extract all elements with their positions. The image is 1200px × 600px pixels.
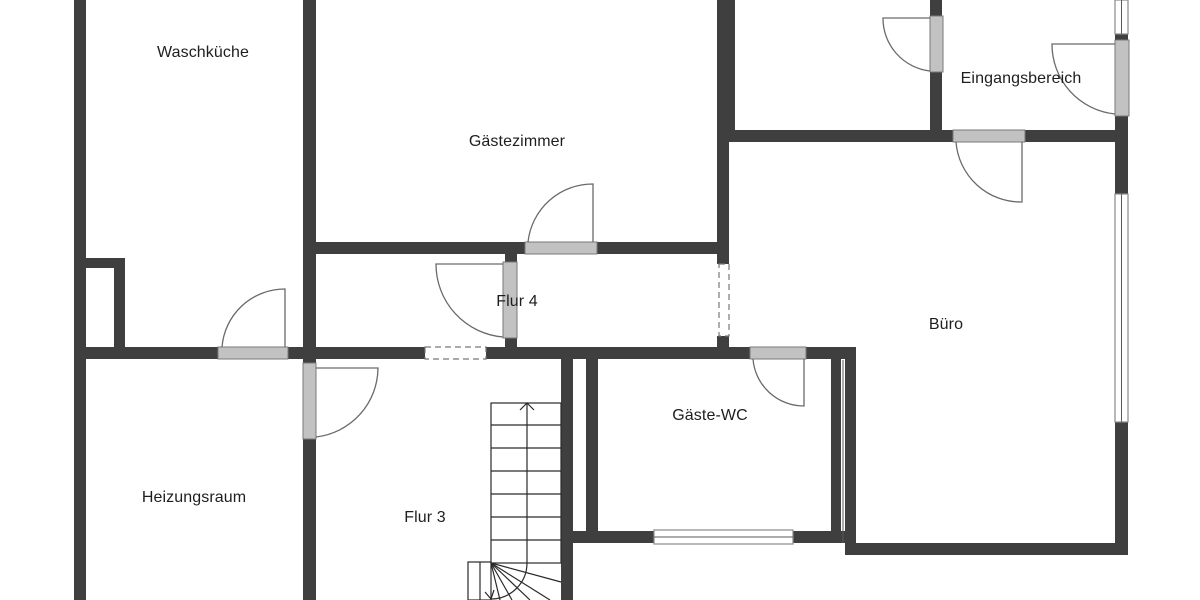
staircase — [467, 402, 562, 600]
room-label-flur-4: Flur 4 — [496, 293, 538, 310]
room-label-buero: Büro — [928, 316, 964, 333]
door-flur-4 — [502, 261, 518, 339]
door-eingangsbereich-inner — [929, 15, 944, 73]
door-entrance — [1114, 39, 1130, 117]
room-label-gaestezimmer: Gästezimmer — [468, 133, 566, 150]
room-label-waschkueche: Waschküche — [157, 44, 249, 61]
door-flur-3 — [302, 362, 317, 440]
windows — [653, 0, 1129, 545]
room-label-heizungsraum: Heizungsraum — [141, 489, 247, 506]
room-label-flur-3: Flur 3 — [404, 509, 446, 526]
passages — [424, 263, 730, 360]
room-label-gaeste-wc: Gäste-WC — [672, 407, 748, 424]
walls — [74, 0, 1128, 600]
door-waschkueche — [217, 346, 289, 360]
room-label-eingangsbereich: Eingangsbereich — [960, 70, 1082, 87]
door-gaeste-wc — [749, 346, 807, 360]
door-buero — [952, 129, 1026, 143]
door-gaestezimmer — [524, 241, 598, 255]
doors — [217, 15, 1130, 440]
